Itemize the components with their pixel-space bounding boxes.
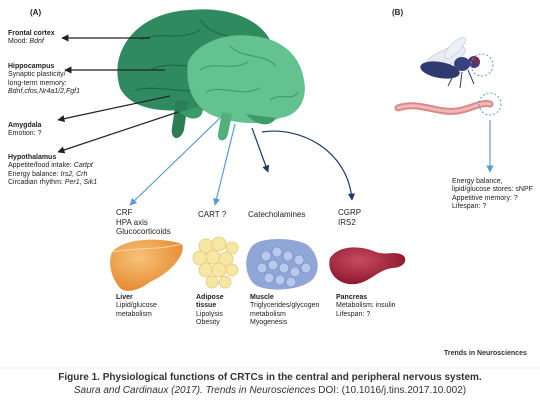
hypothalamus-appetite-gene: Cartpt: [73, 162, 93, 170]
worm-head-highlight: [478, 92, 502, 116]
hypothalamus-energy-label: Energy balance:: [8, 170, 61, 178]
hypothalamus-circadian-genes: Per1, Sik1: [64, 179, 98, 187]
figure-caption-title: Figure 1. Physiological functions of CRT…: [58, 372, 482, 383]
adipose-factor: CART ?: [198, 210, 227, 219]
pancreas-illustration: [329, 247, 406, 285]
frontal-cortex-title: Frontal cortex: [8, 30, 55, 37]
panel-b-line-3: Appetitive memory: ?: [452, 194, 518, 202]
arrow-to-pancreas: [261, 130, 356, 201]
hippocampus-title: Hippocampus: [8, 63, 55, 70]
pancreas-label-block: Pancreas Metabolism: insulin Lifespan: ?: [336, 294, 396, 319]
amygdala-line-1: Emotion: ?: [8, 130, 42, 138]
adipose-illustration: [192, 236, 239, 289]
hypothalamus-energy-genes: Irs2, Crh: [60, 170, 88, 178]
adipose-label-block: Adipose tissue Lipolysis Obesity: [196, 294, 224, 328]
hypothalamus-title: Hypothalamus: [8, 154, 57, 161]
hippocampus-line-2: long-term memory:: [8, 79, 67, 87]
hypothalamus-circadian-label: Circadian rhythm:: [8, 179, 65, 187]
fly-brain-highlight: [470, 53, 494, 77]
pancreas-factors: CGRP IRS2: [338, 208, 361, 227]
pancreas-title: Pancreas: [336, 294, 368, 301]
region-arrows: [57, 34, 179, 154]
pancreas-line-2: Lifespan: ?: [336, 310, 371, 318]
frontal-cortex-gene: Bdnf: [29, 38, 44, 46]
liver-title: Liver: [116, 294, 133, 301]
panel-b-line-2: lipid/glucose stores: sNPF: [452, 186, 533, 194]
adipose-title-2: tissue: [196, 302, 217, 310]
adipose-line-2: Obesity: [196, 319, 220, 327]
worm-illustration: [394, 92, 502, 116]
adipose-line-1: Lipolysis: [196, 310, 223, 318]
pancreas-line-1: Metabolism: insulin: [336, 302, 396, 310]
organ-arrows: [129, 117, 356, 206]
frontal-cortex-block: Frontal cortex Mood: Bdnf: [8, 30, 55, 47]
arrow-amygdala: [57, 95, 171, 123]
citation-authors: Saura and Cardinaux (2017).: [73, 385, 206, 396]
citation-doi: DOI: (10.1016/j.tins.2017.10.002): [315, 385, 467, 396]
pancreas-factor-2: IRS2: [338, 217, 356, 227]
frontal-cortex-mood-label: Mood:: [8, 38, 30, 46]
hypothalamus-block: Hypothalamus Appetite/food intake: Cartp…: [8, 154, 97, 188]
amygdala-title: Amygdala: [8, 122, 42, 129]
panel-b-text: Energy balance, lipid/glucose stores: sN…: [452, 178, 533, 212]
muscle-title: Muscle: [250, 294, 274, 301]
journal-tag: Trends in Neurosciences: [444, 350, 527, 357]
liver-factor-3: Glucocorticoids: [116, 227, 171, 237]
figure-citation: Saura and Cardinaux (2017). Trends in Ne…: [0, 385, 540, 398]
muscle-line-1: Triglycerides/glycogen: [250, 302, 320, 310]
muscle-line-2: metabolism: [250, 310, 286, 318]
hippocampus-line-1: Synaptic plasticity/: [8, 71, 66, 79]
liver-label-block: Liver Lipid/glucose metabolism: [116, 294, 157, 319]
panel-b-label: (B): [392, 8, 404, 17]
muscle-line-3: Myogenesis: [250, 319, 288, 327]
muscle-factor: Catecholamines: [248, 210, 306, 219]
fly-illustration: [420, 37, 494, 89]
arrow-to-liver: [129, 117, 221, 206]
hippocampus-genes: Bdnf,cfos,Nr4a1/2,Fgf1: [8, 88, 80, 96]
citation-journal: Trends in Neurosciences: [205, 385, 316, 396]
hypothalamus-appetite-label: Appetite/food intake:: [8, 162, 74, 170]
arrow-to-adipose: [213, 123, 236, 206]
liver-factors: CRF HPA axis Glucocorticoids: [116, 208, 171, 237]
arrow-hypothalamus: [57, 111, 179, 154]
panel-b-line-1: Energy balance,: [452, 178, 503, 185]
muscle-illustration: [246, 239, 318, 290]
hippocampus-block: Hippocampus Synaptic plasticity/ long-te…: [8, 63, 80, 97]
liver-factor-1: CRF: [116, 208, 133, 217]
liver-illustration: [110, 239, 183, 291]
panel-b-line-4: Lifespan: ?: [452, 203, 487, 211]
liver-line-1: Lipid/glucose: [116, 302, 157, 310]
liver-line-2: metabolism: [116, 310, 152, 318]
arrow-to-muscle: [251, 127, 270, 173]
pancreas-factor-1: CGRP: [338, 208, 362, 217]
muscle-label-block: Muscle Triglycerides/glycogen metabolism…: [250, 294, 319, 328]
panel-a-label: (A): [30, 8, 42, 17]
amygdala-block: Amygdala Emotion: ?: [8, 122, 41, 139]
brain-light-illustration: [187, 35, 305, 141]
liver-factor-2: HPA axis: [116, 217, 148, 227]
adipose-title: Adipose: [196, 294, 224, 301]
